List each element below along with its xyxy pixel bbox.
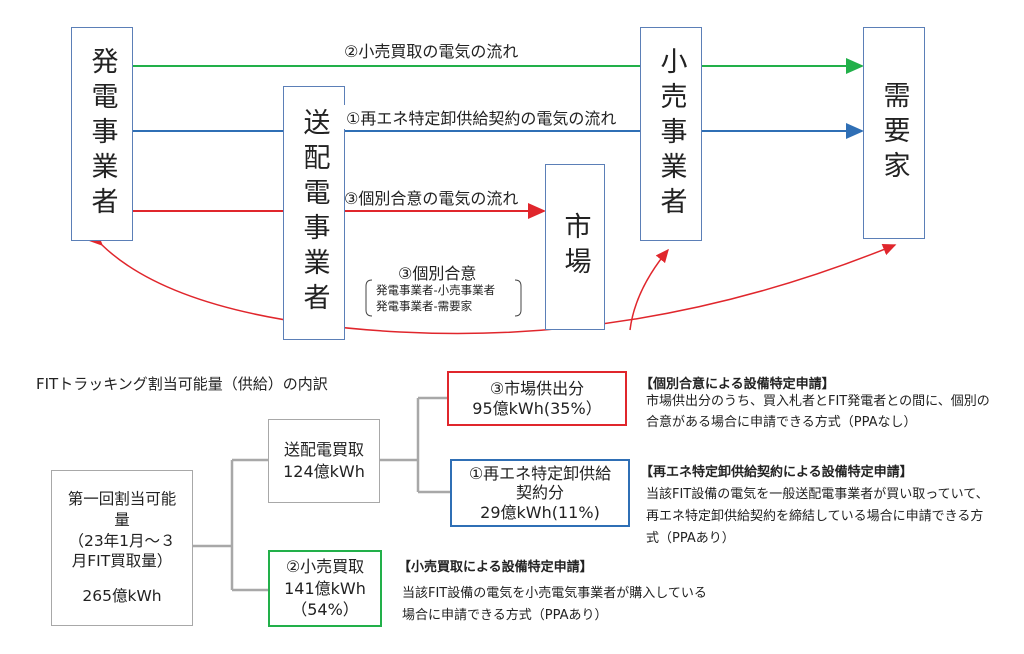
- wholesale-line2: 契約分: [515, 483, 564, 503]
- tso-line2: 124億kWh: [283, 462, 365, 481]
- agreement-line1: 発電事業者-小売事業者: [376, 283, 496, 297]
- root-value: 265億kWh: [82, 587, 162, 606]
- root-line4: 月FIT買取量）: [71, 552, 173, 571]
- retail-line2: 141億kWh: [284, 578, 366, 598]
- consumer-box: 需要家: [863, 27, 925, 239]
- generator-box: 発電事業者: [71, 27, 133, 241]
- retail-box: ②小売買取 141億kWh （54%）: [268, 550, 382, 627]
- wholesale-line3: 29億kWh(11%): [480, 502, 600, 522]
- blue-flow-label: ①再エネ特定卸供給契約の電気の流れ: [344, 105, 619, 129]
- green-flow-label: ②小売買取の電気の流れ: [344, 42, 519, 61]
- agreement-title: ③個別合意: [398, 264, 477, 283]
- desc-individual-body: 市場供出分のうち、買入札者とFIT発電者との間に、個別の合意がある場合に申請でき…: [646, 394, 990, 430]
- wholesale-box: ①再エネ特定卸供給 契約分 29億kWh(11%): [450, 459, 630, 527]
- market-share-line2: 95億kWh(35%）: [472, 398, 602, 418]
- agreement-curve: [89, 232, 897, 335]
- transmission-box: 送配電事業者: [283, 86, 345, 340]
- desc-retail-body: 当該FIT設備の電気を小売電気事業者が購入している場合に申請できる方式（PPAあ…: [402, 586, 707, 623]
- agreement-bracket-right: [514, 279, 522, 317]
- desc-wholesale-title: 【再エネ特定卸供給契約による設備特定申請】: [640, 465, 913, 480]
- tree-connectors: [193, 396, 450, 592]
- tso-box: 送配電買取 124億kWh: [268, 419, 380, 503]
- market-share-line1: ③市場供出分: [489, 378, 585, 398]
- retailer-box: 小売事業者: [640, 27, 702, 241]
- desc-retail-title: 【小売買取による設備特定申請】: [398, 560, 593, 575]
- desc-wholesale-body: 当該FIT設備の電気を一般送配電事業者が買い取っていて、再エネ特定卸供給契約を締…: [646, 487, 989, 546]
- retail-line3: （54%）: [291, 600, 359, 620]
- root-line2: 量: [114, 510, 130, 529]
- consumer-label: 需要家: [878, 80, 910, 186]
- agreement-line2: 発電事業者-需要家: [376, 299, 473, 313]
- retail-line1: ②小売買取: [285, 557, 365, 577]
- tso-line1: 送配電買取: [283, 440, 364, 460]
- transmission-label: 送配電事業者: [298, 108, 330, 318]
- root-box: 第一回割当可能 量 （23年1月～３ 月FIT買取量） 265億kWh: [51, 470, 193, 626]
- breakdown-heading: FITトラッキング割当可能量（供給）の内訳: [36, 375, 328, 393]
- agreement-branch: [629, 248, 669, 331]
- wholesale-line1: ①再エネ特定卸供給: [468, 464, 612, 484]
- agreement-bracket-left: [365, 279, 373, 317]
- root-line1: 第一回割当可能: [67, 489, 177, 508]
- retailer-label: 小売事業者: [655, 46, 687, 222]
- root-line3: （23年1月～３: [68, 531, 176, 550]
- market-box: 市場: [545, 164, 605, 330]
- market-share-box: ③市場供出分 95億kWh(35%）: [447, 371, 627, 426]
- generator-label: 発電事業者: [86, 46, 118, 222]
- red-flow-label: ③個別合意の電気の流れ: [344, 189, 519, 208]
- desc-individual-title: 【個別合意による設備特定申請】: [640, 377, 835, 392]
- market-label: 市場: [559, 212, 591, 282]
